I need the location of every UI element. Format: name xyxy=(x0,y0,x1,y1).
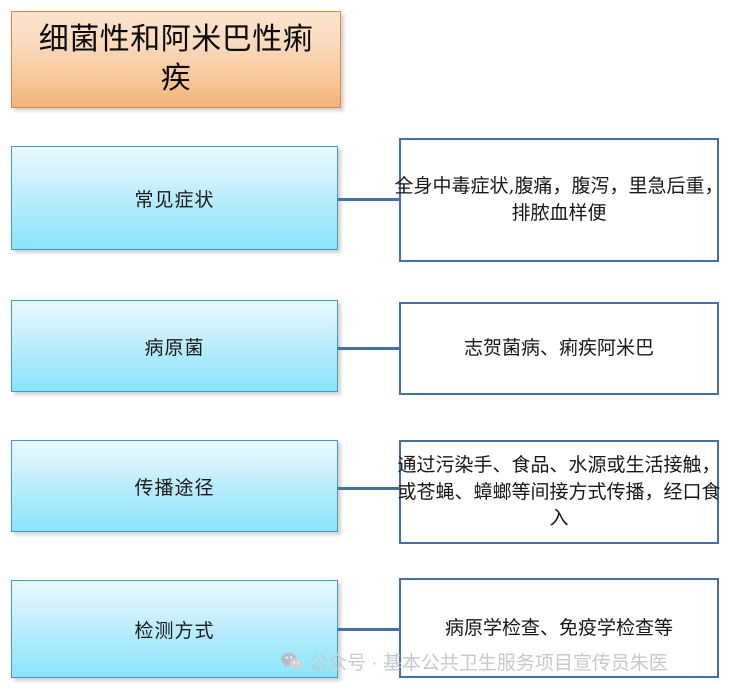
connector-line-4 xyxy=(338,628,401,631)
detail-text: 通过污染手、食品、水源或生活接触，或苍蝇、蟑螂等间接方式传播，经口食入 xyxy=(397,453,721,530)
category-label: 检测方式 xyxy=(134,619,215,642)
category-box-common-symptoms[interactable]: 常见症状 xyxy=(11,146,338,250)
category-label: 传播途径 xyxy=(134,476,215,499)
detail-text: 志贺菌病、痢疾阿米巴 xyxy=(463,337,654,360)
detail-box-detection[interactable]: 病原学检查、免疫学检查等 xyxy=(399,578,719,678)
detail-box-transmission[interactable]: 通过污染手、食品、水源或生活接触，或苍蝇、蟑螂等间接方式传播，经口食入 xyxy=(397,440,721,544)
detail-box-pathogen[interactable]: 志贺菌病、痢疾阿米巴 xyxy=(399,302,719,395)
connector-line-1 xyxy=(338,198,401,201)
category-label: 常见症状 xyxy=(134,188,215,211)
diagram-title-text: 细菌性和阿米巴性痢疾 xyxy=(38,22,314,96)
diagram-title-card: 细菌性和阿米巴性痢疾 xyxy=(11,11,341,108)
category-label: 病原菌 xyxy=(144,336,205,359)
category-box-detection[interactable]: 检测方式 xyxy=(11,580,338,678)
connector-line-3 xyxy=(338,487,401,490)
detail-box-common-symptoms[interactable]: 全身中毒症状,腹痛，腹泻，里急后重，排脓血样便 xyxy=(394,138,724,262)
detail-text: 全身中毒症状,腹痛，腹泻，里急后重，排脓血样便 xyxy=(394,175,724,224)
connector-line-2 xyxy=(338,347,401,350)
category-box-pathogen[interactable]: 病原菌 xyxy=(11,300,338,392)
category-box-transmission[interactable]: 传播途径 xyxy=(11,440,338,532)
detail-text: 病原学检查、免疫学检查等 xyxy=(444,616,673,639)
